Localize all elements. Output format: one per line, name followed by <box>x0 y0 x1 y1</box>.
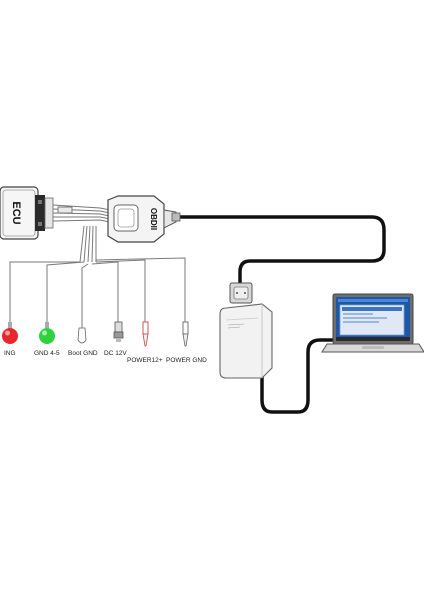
programmer-device <box>219 282 273 379</box>
dc12v-barrel-plug <box>113 321 124 342</box>
boot-gnd-probe <box>77 327 87 344</box>
obd-label: OBDII <box>149 208 158 230</box>
power-gnd-probe <box>182 321 189 347</box>
label-ing: ING <box>4 350 16 357</box>
ecu-wire-bundle <box>52 204 111 223</box>
label-dc-12v: DC 12V <box>104 350 127 357</box>
ing-red-led <box>2 322 18 344</box>
obd-connector: OBDII <box>107 195 181 243</box>
label-power12: POWER12+ <box>127 357 163 364</box>
obd-to-device-cable <box>174 215 386 287</box>
ecu-module: ECU <box>0 186 54 240</box>
ecu-label: ECU <box>10 201 22 224</box>
label-gnd-4-5: GND 4-5 <box>34 350 60 357</box>
device-to-laptop-cable <box>260 338 334 414</box>
laptop <box>321 293 424 353</box>
label-boot-gnd: Boot GND <box>68 350 98 357</box>
lead-harness <box>9 225 186 328</box>
gnd45-green-led <box>39 322 55 344</box>
label-power-gnd: POWER GND <box>166 357 207 364</box>
power12-probe <box>142 321 149 347</box>
